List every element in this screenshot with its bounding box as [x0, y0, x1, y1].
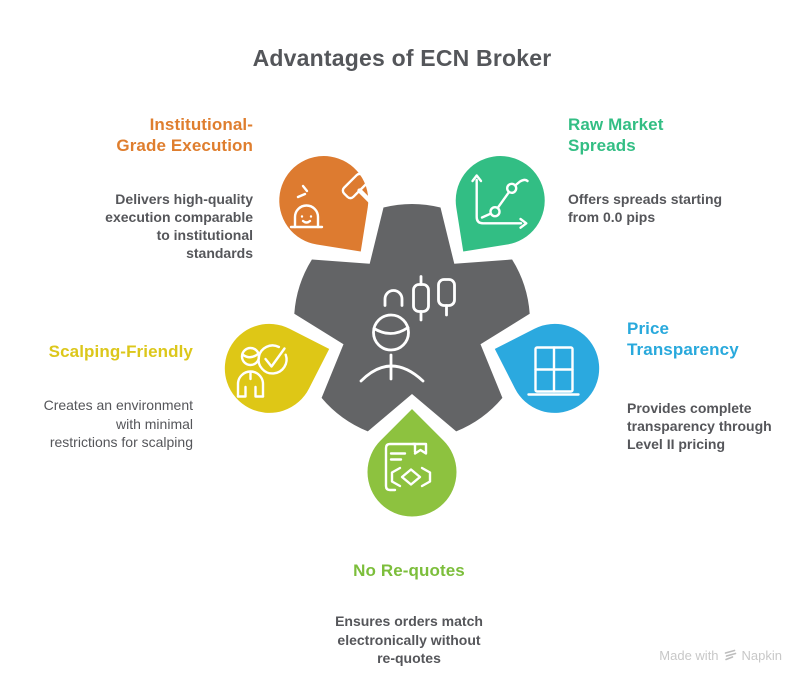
center-shape [294, 204, 530, 432]
item-description: Offers spreads starting from 0.0 pips [568, 190, 723, 225]
item-heading: Raw Market Spreads [568, 115, 664, 156]
petal-scalping-friendly [221, 320, 333, 416]
item-description: Delivers high-quality execution comparab… [105, 190, 253, 262]
growth-chart-icon [471, 174, 529, 229]
item-institutional-grade-execution: Institutional- Grade Execution Delivers … [105, 96, 253, 281]
watermark-prefix: Made with [659, 648, 719, 663]
petal-institutional-grade-execution [276, 153, 372, 255]
item-no-re-quotes: No Re-quotes Ensures orders match electr… [279, 542, 539, 685]
item-description: Creates an environment with minimal rest… [43, 397, 193, 450]
item-description: Ensures orders match electronically with… [335, 613, 483, 666]
napkin-watermark: Made with Napkin [659, 648, 782, 663]
item-price-transparency: Price Transparency Provides complete tra… [627, 300, 772, 471]
trader-candlesticks-icon [359, 275, 456, 383]
page-title: Advantages of ECN Broker [252, 45, 552, 71]
item-heading: Institutional- Grade Execution [116, 115, 253, 156]
item-heading: No Re-quotes [353, 561, 465, 580]
item-raw-market-spreads: Raw Market Spreads Offers spreads starti… [568, 96, 722, 244]
item-scalping-friendly: Scalping-Friendly Creates an environment… [44, 323, 193, 469]
person-check-icon [236, 344, 288, 398]
item-heading: Scalping-Friendly [48, 342, 193, 361]
petal-no-re-quotes [364, 405, 460, 520]
item-description: Provides complete transparency through L… [627, 399, 772, 453]
window-icon [527, 346, 580, 396]
watermark-brand: Napkin [741, 648, 782, 663]
contract-handshake-icon [384, 442, 432, 492]
item-heading: Price Transparency [627, 319, 739, 360]
napkin-logo-icon [724, 649, 736, 661]
gavel-bell-icon [289, 172, 375, 229]
